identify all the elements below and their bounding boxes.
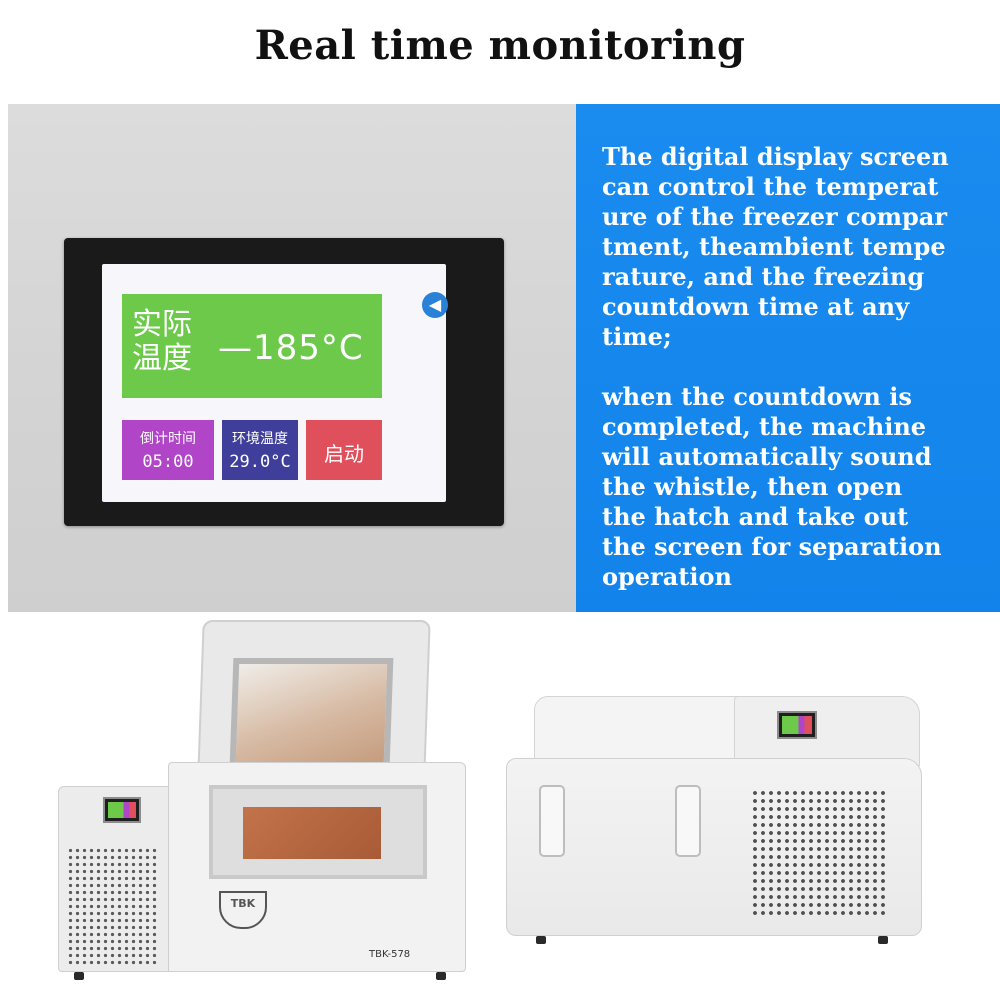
machine-lid-closed bbox=[534, 696, 746, 766]
vent-grille bbox=[751, 789, 885, 917]
machine-control-top bbox=[734, 696, 920, 766]
display-photo-panel: 实际温度 —185°C ◀ 倒计时间 05:00 环境温度 29.0°C 启动 bbox=[8, 104, 576, 612]
mini-display bbox=[103, 797, 141, 823]
countdown-value: 05:00 bbox=[142, 452, 194, 472]
actual-temperature-box: 实际温度 —185°C bbox=[122, 294, 382, 398]
vent-grille bbox=[67, 847, 159, 967]
ambient-temperature-value: 29.0°C bbox=[229, 452, 291, 472]
latch bbox=[539, 785, 565, 857]
ambient-temperature-tile[interactable]: 环境温度 29.0°C bbox=[222, 420, 298, 480]
freezer-well bbox=[209, 785, 427, 879]
page-title: Real time monitoring bbox=[254, 22, 746, 69]
ambient-temperature-label: 环境温度 bbox=[232, 431, 288, 447]
machine-control-section bbox=[58, 786, 170, 972]
machine-freezer-section: TBK TBK-578 bbox=[168, 762, 466, 972]
start-button[interactable]: 启动 bbox=[306, 420, 382, 480]
display-bezel: 实际温度 —185°C ◀ 倒计时间 05:00 环境温度 29.0°C 启动 bbox=[64, 238, 504, 526]
description-paragraph-1: The digital display screen can control t… bbox=[602, 142, 949, 351]
machine-lid bbox=[197, 620, 431, 776]
latch bbox=[675, 785, 701, 857]
actual-temperature-value: —185°C bbox=[218, 328, 364, 368]
machine-foot bbox=[536, 936, 546, 944]
machine-foot bbox=[74, 972, 84, 980]
freezing-plate bbox=[243, 807, 381, 859]
actual-temperature-label: 实际温度 bbox=[132, 307, 192, 376]
machine-foot bbox=[878, 936, 888, 944]
machine-foot bbox=[436, 972, 446, 980]
machine-open-view: TBK TBK-578 bbox=[58, 620, 466, 990]
lid-window bbox=[229, 658, 394, 774]
touch-screen: 实际温度 —185°C ◀ 倒计时间 05:00 环境温度 29.0°C 启动 bbox=[102, 264, 448, 502]
machine-closed-view bbox=[506, 696, 922, 946]
arrow-left-icon[interactable]: ◀ bbox=[422, 292, 448, 318]
model-label: TBK-578 bbox=[369, 949, 411, 960]
countdown-tile[interactable]: 倒计时间 05:00 bbox=[122, 420, 214, 480]
brand-logo: TBK bbox=[219, 891, 267, 929]
machine-front bbox=[506, 758, 922, 936]
description-panel: The digital display screen can control t… bbox=[576, 104, 1000, 612]
description-paragraph-2: when the countdown is completed, the mac… bbox=[602, 382, 942, 591]
mini-display bbox=[777, 711, 817, 739]
countdown-label: 倒计时间 bbox=[140, 431, 196, 447]
start-button-label: 启动 bbox=[324, 442, 364, 466]
